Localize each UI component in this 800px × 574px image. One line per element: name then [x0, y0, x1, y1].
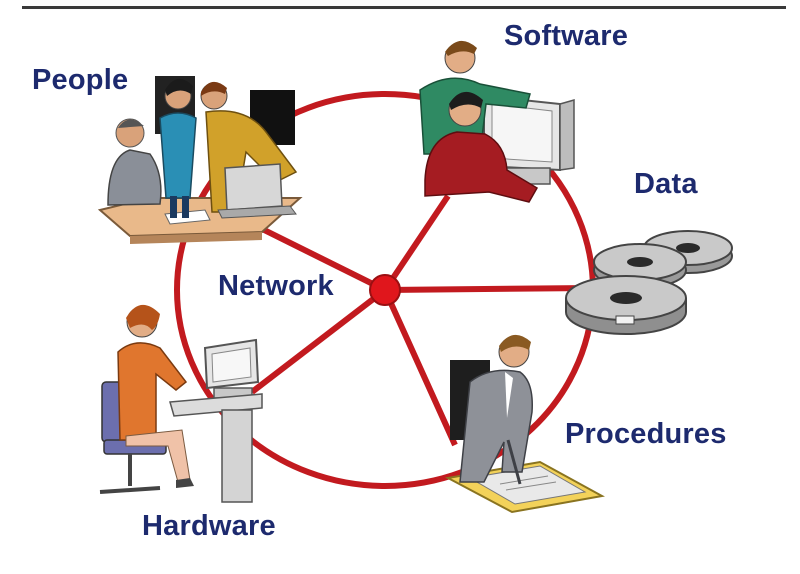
procedures-document-icon [444, 334, 605, 514]
network-hub [369, 274, 401, 306]
spoke-data [384, 285, 593, 293]
label-network: Network [218, 270, 334, 302]
hardware-workstation-icon [99, 304, 263, 503]
spoke-hardware [250, 287, 387, 395]
people-workgroup-icon [97, 76, 303, 244]
label-software: Software [504, 20, 629, 52]
top-rule [22, 6, 786, 9]
software-developers-icon [419, 40, 575, 203]
label-hardware: Hardware [142, 510, 276, 542]
data-disks-icon [565, 230, 733, 335]
label-people: People [32, 64, 129, 96]
label-data: Data [634, 168, 698, 200]
spoke-procedures [382, 288, 458, 447]
spoke-software [382, 194, 451, 292]
label-procedures: Procedures [565, 418, 727, 450]
